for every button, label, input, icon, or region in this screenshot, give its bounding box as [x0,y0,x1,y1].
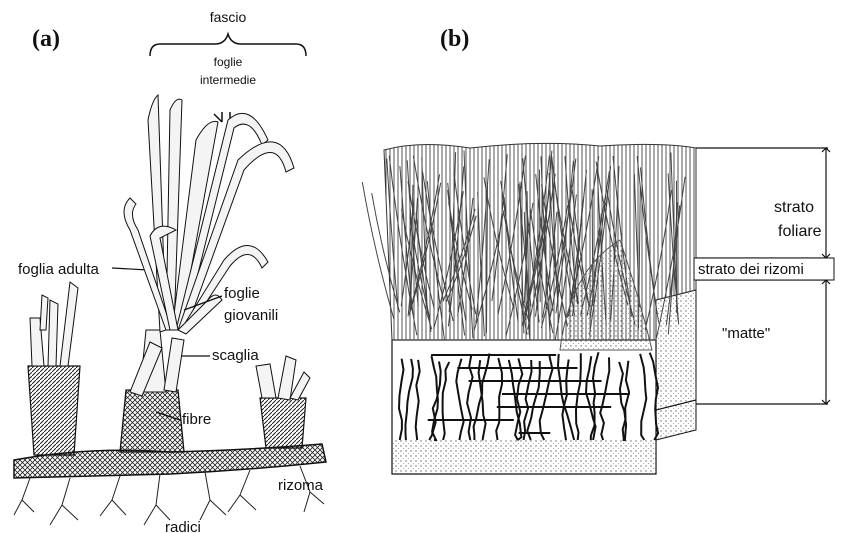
right-shoot [256,356,310,448]
panel-a: (a) fascio foglie intermedie rizoma radi… [14,9,326,533]
matte-label: "matte" [722,325,770,342]
foglia-adulta-pointer [112,268,148,270]
panel-b-letter: (b) [440,26,469,52]
foglie-giovanili-label-2: giovanili [224,307,278,324]
strato-dei-rizomi-label: strato dei rizomi [698,261,804,278]
strato-foliare-label-1: strato [774,199,814,216]
sediment-bottom [392,440,656,474]
fascio-label: fascio [210,9,247,25]
panel-a-letter: (a) [32,26,60,52]
radici-label: radici [165,519,201,533]
foglia-adulta-label: foglia adulta [18,261,100,278]
fascio-bracket [150,34,306,56]
foglie-intermedie-label-2: intermedie [200,73,256,87]
foglie-intermedie-label-1: foglie [214,55,243,69]
rizoma-label: rizoma [278,477,324,494]
block-side [656,290,696,410]
scaglia-label: scaglia [212,347,259,364]
foglie-giovanili-label-1: foglie [224,285,260,302]
left-shoot [28,282,80,455]
fibre-label: fibre [182,411,211,428]
strato-foliare-label-2: foliare [778,223,822,240]
panel-b: (b) strato foliare strato dei rizomi "ma… [362,26,834,474]
